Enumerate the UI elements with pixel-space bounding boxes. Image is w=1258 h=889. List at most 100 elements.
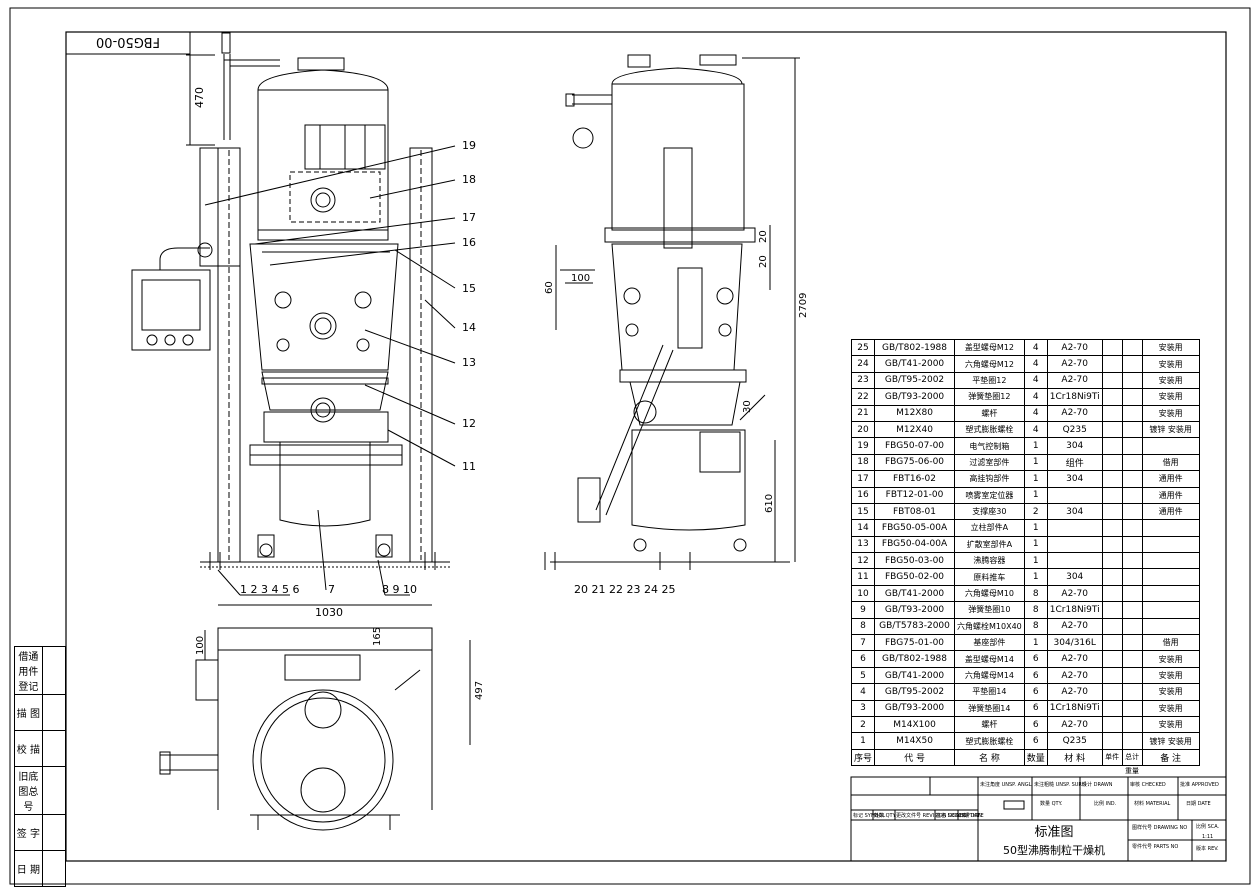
bom-cell-name: 扩散室部件A [954,535,1025,554]
bom-cell-no: 3 [850,699,876,717]
bom-cell-mat: 1Cr18Ni9Ti [1046,601,1103,619]
bom-cell-name: 六角螺母M10 [954,584,1025,603]
bom-cell-code: M12X40 [874,420,956,439]
tb-qty: 数量 QTY. [1040,800,1063,807]
callout-19: 19 [462,139,476,152]
bom-cell-code: FBT16-02 [874,470,956,488]
bom-cell-w1 [1101,470,1123,488]
bom-cell-no: 1 [850,732,876,750]
bom-cell-name: 平垫圈14 [954,683,1025,701]
bom-cell-note: 通用件 [1141,470,1200,488]
bom-cell-w1 [1101,519,1123,537]
bom-cell-name: 平垫圈12 [954,371,1025,390]
bom-cell-w1 [1101,338,1123,357]
callout-17: 17 [462,211,476,224]
bom-cell-name: 原料推车 [954,568,1025,586]
bom-cell-qty: 8 [1023,584,1048,603]
bom-cell-code: FBG50-03-00 [874,552,956,570]
bom-cell-w2 [1121,601,1143,619]
bom-cell-name: 六角螺栓M10X40 [954,617,1025,636]
bom-cell-note [1141,552,1200,570]
bom-cell-qty: 1 [1023,486,1048,504]
bom-cell-qty: 4 [1023,338,1048,357]
bom-cell-qty: 1 [1023,552,1048,570]
side-row: 签 字 [14,814,67,851]
bom-cell-name: 塑式膨胀螺栓 [954,420,1025,439]
bom-cell-no: 14 [850,519,876,537]
tb-rev: 版本 REV. [1196,845,1219,852]
dim-1030: 1030 [315,606,343,619]
bom-cell-mat: 304/316L [1046,634,1103,652]
bom-cell-w2 [1121,355,1143,373]
bom-cell-name: 盖型螺母M12 [954,338,1025,357]
bom-cell-code: GB/T41-2000 [874,355,956,373]
callout-18: 18 [462,173,476,186]
side-label: 旧底图总号 [14,766,43,815]
bom-cell-qty: 1 [1023,535,1048,554]
bom-cell-qty: 6 [1023,699,1048,717]
bom-cell-w1 [1101,650,1123,668]
bom-cell-mat: 304 [1046,437,1103,455]
drawing-number-box [65,31,191,55]
bom-cell-note: 借用 [1141,453,1200,472]
dim-165: 165 [372,627,383,646]
side-label: 校 描 [14,730,43,767]
bom-cell-w1 [1101,502,1123,521]
bom-cell-no: 12 [850,552,876,570]
side-row: 借通用件登记 [14,646,67,695]
callout-7: 7 [328,583,335,596]
side-label: 日 期 [14,850,43,887]
side-value [41,814,67,851]
bom-cell-no: 2 [850,715,876,734]
bom-cell-note [1141,568,1200,586]
bom-cell-code: GB/T5783-2000 [874,617,956,636]
bom-cell-note: 安装用 [1141,404,1200,422]
bom-cell-name: 弹簧垫圈12 [954,388,1025,406]
bom-cell-w2 [1121,535,1143,554]
bom-cell-w1 [1101,568,1123,586]
bom-cell-w2 [1121,453,1143,472]
title-block [850,776,1227,862]
dim-30: 30 [742,400,753,413]
bom-cell-w2 [1121,519,1143,537]
dim-100-top: 100 [195,636,206,655]
bom-h-note: 备 注 [1141,748,1200,767]
bom-cell-no: 16 [850,486,876,504]
tb-approved: 批准 APPROVED [1180,781,1219,788]
bom-cell-code: GB/T93-2000 [874,699,956,717]
dim-60: 60 [544,281,555,294]
bom-cell-code: FBG50-02-00 [874,568,956,586]
bom-cell-note: 安装用 [1141,650,1200,668]
bom-cell-code: FBT08-01 [874,502,956,521]
bom-cell-qty: 1 [1023,568,1048,586]
side-value [41,850,67,887]
side-label: 描 图 [14,694,43,731]
bom-cell-w2 [1121,715,1143,734]
bom-cell-w1 [1101,552,1123,570]
bom-cell-note [1141,535,1200,554]
bom-cell-w2 [1121,371,1143,390]
bom-cell-note: 安装用 [1141,355,1200,373]
tb-rev-desc: 更改文件号 REVISION DESCRIPTION [896,812,982,819]
side-label: 借通用件登记 [14,646,43,695]
bom-cell-no: 10 [850,584,876,603]
bom-cell-w1 [1101,371,1123,390]
bom-cell-no: 5 [850,666,876,685]
tb-rev-qty: 处数 QTY. [874,812,897,819]
tb-rev-mark: 标记 SYMBOL [853,812,885,819]
bom-cell-w1 [1101,535,1123,554]
bom-cell-mat: A2-70 [1046,617,1103,636]
bom-h-qty: 数量 [1023,748,1048,767]
side-value [41,646,67,695]
bom-cell-note: 安装用 [1141,338,1200,357]
tb-drawn: 设计 DRAWN [1082,781,1113,788]
side-row: 日 期 [14,850,67,887]
bom-cell-w1 [1101,355,1123,373]
